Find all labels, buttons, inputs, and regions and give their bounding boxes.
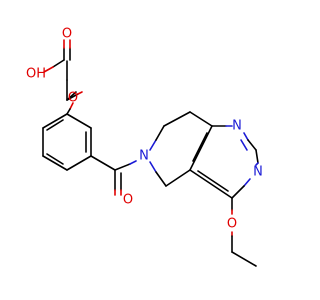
ether-linkage — [66, 91, 83, 101]
bond-c2-to-n3-blue — [255, 162, 259, 166]
bond-carbonyl-to-n-blue — [129, 160, 137, 165]
bond-n3-to-c4 — [231, 185, 245, 199]
bond-ring-fa — [42, 113, 68, 129]
piperidine-ring — [149, 111, 213, 187]
bond-ch2-ch2-top — [163, 111, 191, 127]
ethoxy-oxygen-label: O — [227, 217, 237, 232]
bond-n1-to-c2-inner — [240, 139, 248, 151]
amide-nitrogen-label: N — [139, 149, 149, 164]
acid-carbonyl-oxygen-label: O — [62, 27, 72, 42]
bond-fused-vertical — [189, 125, 213, 171]
ethoxy-group — [231, 197, 257, 267]
bond-ch2-to-ch3 — [231, 251, 257, 267]
molecule-structure: OH O O O N N N O — [26, 27, 263, 267]
bond-c4-to-c5 — [189, 169, 233, 199]
bond-ring-inner-2 — [46, 153, 64, 165]
bond-n-to-c-up-black — [155, 125, 165, 141]
amide-oxygen-label: O — [123, 193, 133, 208]
bond-n-to-c-up — [149, 139, 157, 151]
bond-n1-to-c2 — [247, 139, 257, 151]
carboxylic-acid-group — [43, 39, 77, 101]
bond-acid-c-oh-o — [43, 66, 54, 73]
bond-c4-to-c5-inner — [197, 170, 229, 192]
bond-o-to-ring — [69, 102, 74, 110]
ether-oxygen-label: O — [68, 91, 78, 106]
hydroxyl-label: OH — [26, 67, 46, 82]
bond-ring-to-carbonyl — [90, 155, 116, 171]
bond-ch2-to-ether-o — [66, 93, 79, 101]
bond-fused-inner — [192, 132, 208, 162]
bond-acid-c-oh — [52, 59, 65, 68]
bond-ch2-to-ether-o-red — [77, 91, 83, 95]
pyrimidine-n3-label: N — [253, 165, 263, 180]
bond-c2-to-n3 — [255, 149, 259, 164]
amide-group — [90, 155, 137, 196]
pyrimidine-n1-label: N — [232, 119, 242, 134]
bond-n3-to-c4-blue — [243, 178, 251, 187]
bond-ring-de — [42, 155, 68, 171]
bond-n1-to-c2-blue — [243, 132, 249, 141]
bond-ring-top — [66, 108, 71, 115]
benzene-ring — [42, 102, 92, 171]
bond-ring-ab — [66, 113, 92, 129]
bond-ring-cd — [66, 155, 92, 171]
pyrimidine-ring — [189, 125, 259, 199]
bond-ch2-to-fused-bottom — [165, 169, 191, 187]
bond-ring-inner-3 — [46, 119, 64, 131]
bond-ch2-to-fused-top — [189, 111, 213, 127]
bond-carbonyl-to-n — [114, 163, 131, 171]
bond-n-to-c-down-black — [155, 171, 167, 187]
bond-n-to-c-down — [149, 161, 157, 173]
